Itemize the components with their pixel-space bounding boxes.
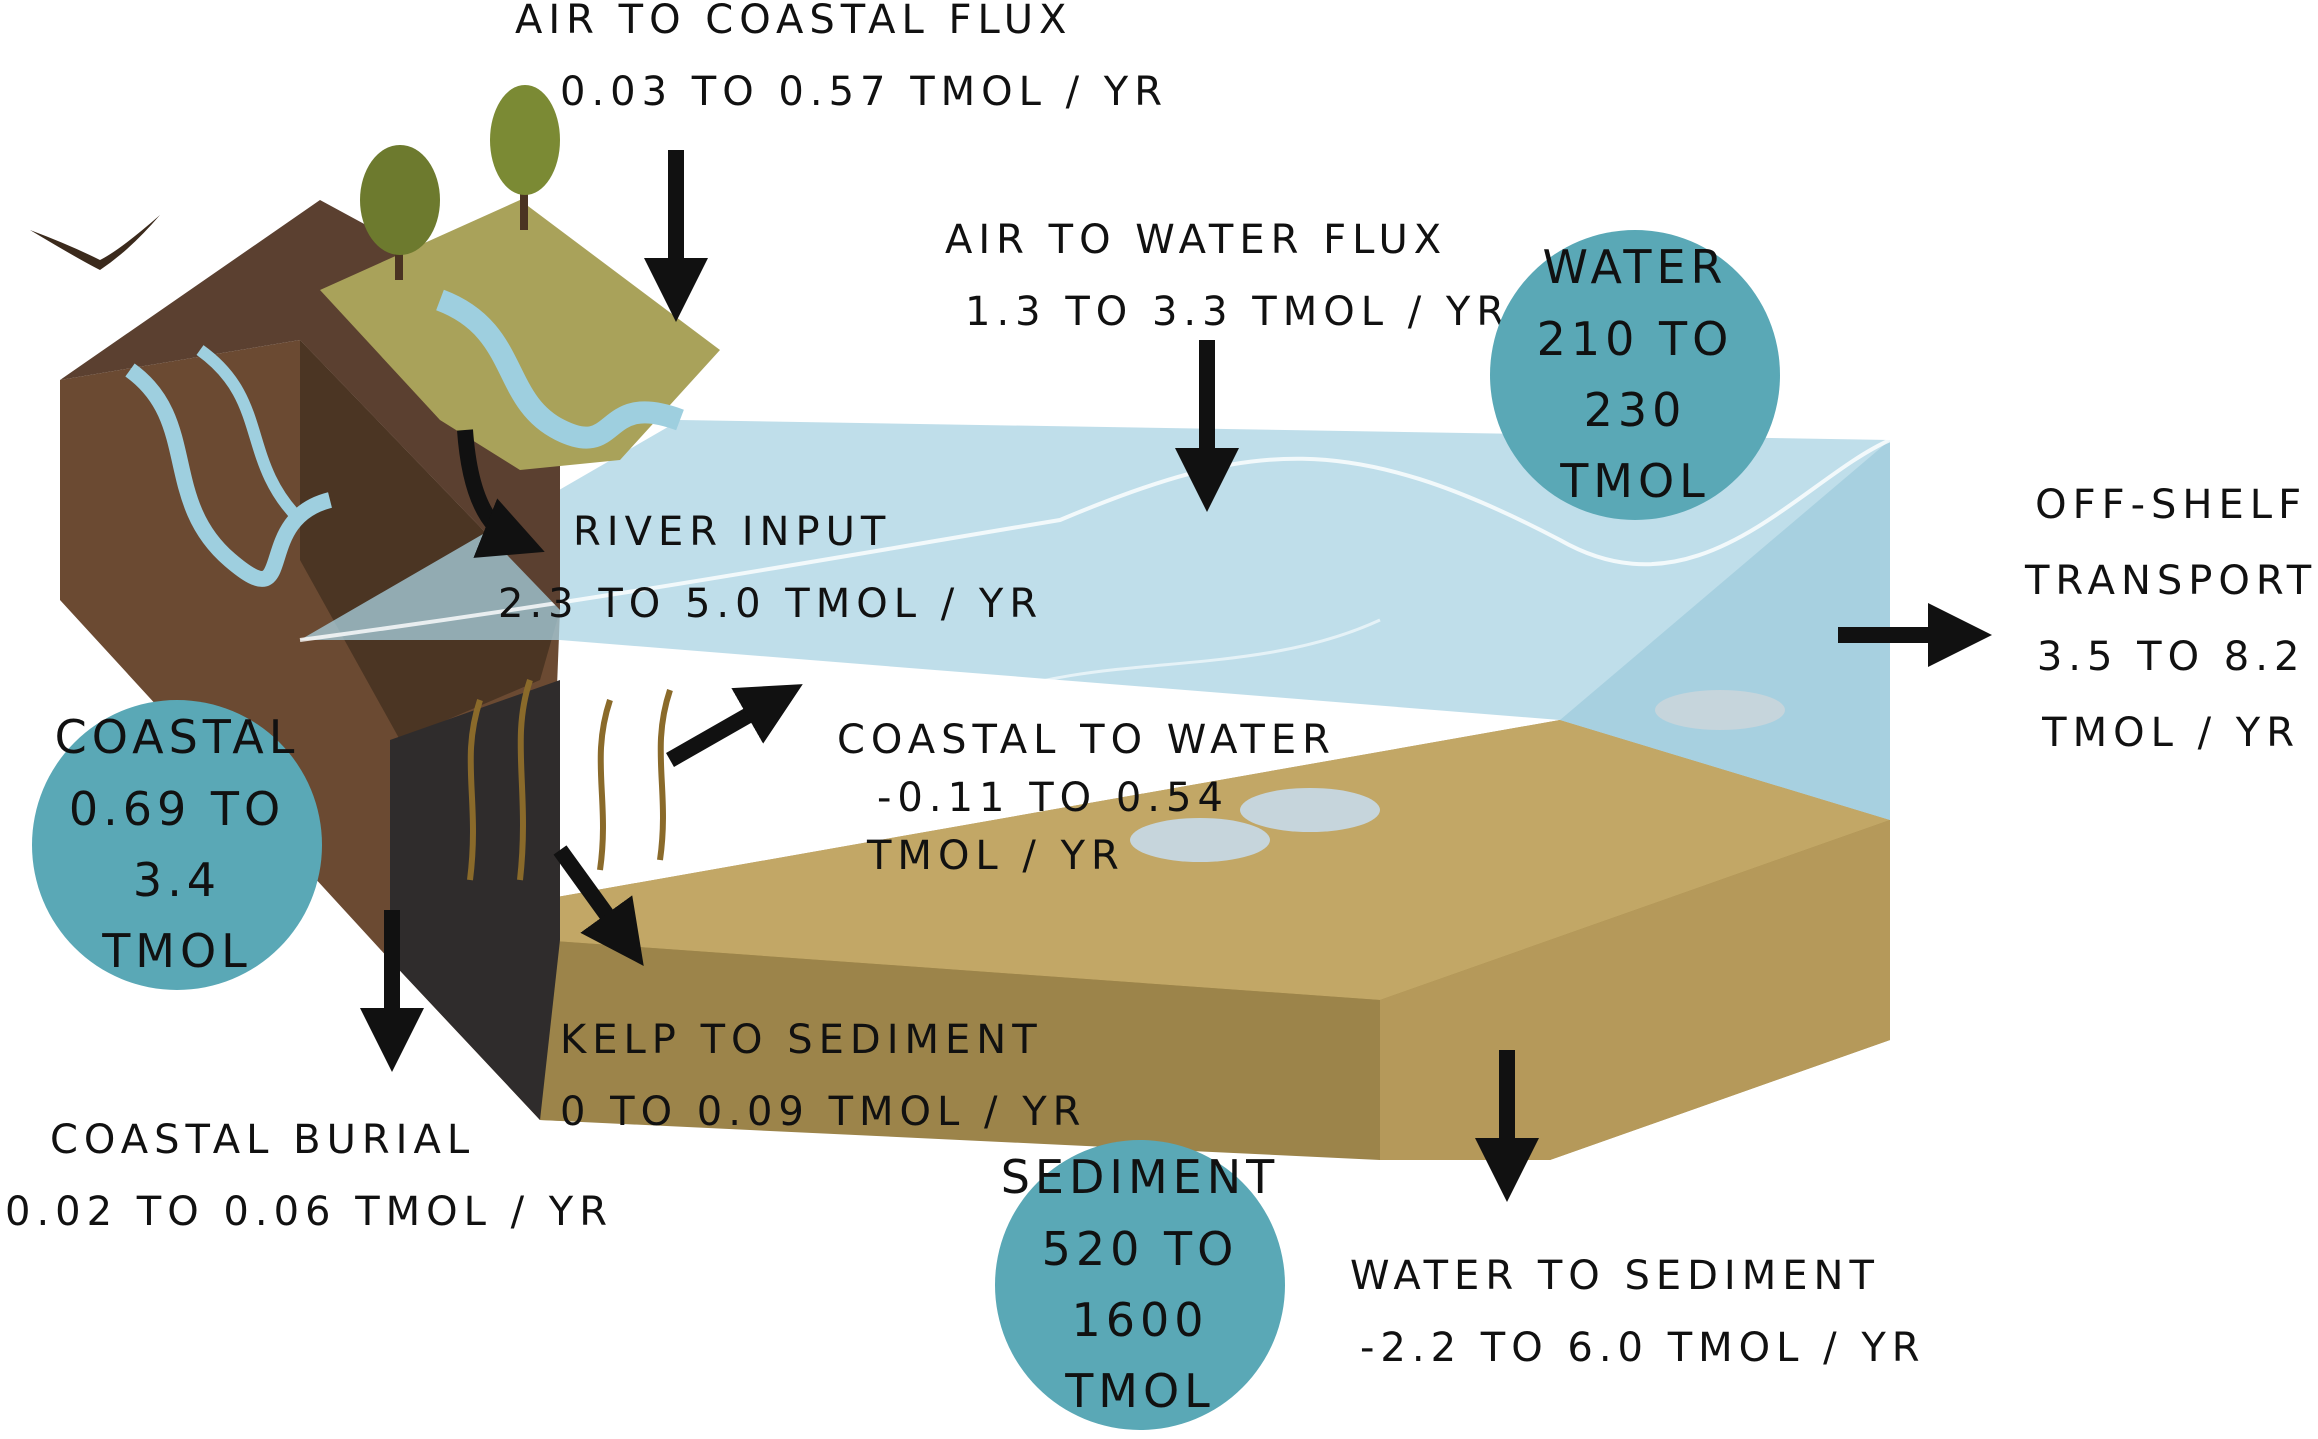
off-shelf-subtitle: Transport [2025,558,2318,604]
coastal-to-water-title: Coastal to Water [837,717,1336,763]
river-input-label: River Input 2.3 to 5.0 Tmol / Yr [498,512,1043,624]
air-to-coastal-title: Air to Coastal Flux [515,0,1073,43]
air-to-water-value: 1.3 to 3.3 Tmol / Yr [965,289,1511,335]
river-input-title: River Input [573,509,892,555]
air-to-coastal-label: Air to Coastal Flux 0.03 to 0.57 Tmol / … [515,0,1168,112]
coastal-pool-circle: Coastal 0.69 to 3.4 Tmol [32,700,322,990]
off-shelf-title: Off-Shelf [2035,482,2308,528]
dolphin-icon [1130,690,1785,862]
off-shelf-value: 3.5 to 8.2 [2036,634,2306,680]
sediment-pool-name: Sediment [1000,1150,1280,1205]
trees-icon [360,85,560,280]
sediment-pool-range: 520 to 1600 [1041,1221,1239,1347]
air-to-water-title: Air to Water Flux [945,217,1448,263]
coastal-to-water-arrow [666,684,803,767]
coastal-to-water-label: Coastal to Water -0.11 to 0.54 Tmol / Yr [837,720,1336,876]
water-to-sediment-value: -2.2 to 6.0 Tmol / Yr [1360,1325,1926,1371]
coastal-burial-label: Coastal Burial 0.02 to 0.06 Tmol / Yr [5,1120,613,1232]
water-to-sediment-title: Water to Sediment [1350,1253,1880,1299]
sediment-pool-unit: Tmol [1065,1364,1215,1419]
coastal-pool-range: 0.69 to 3.4 [68,781,286,907]
bird-icon [30,215,160,270]
sediment-pool-circle: Sediment 520 to 1600 Tmol [995,1140,1285,1430]
water-pool-name: Water [1542,240,1728,295]
water-pool-circle: Water 210 to 230 Tmol [1490,230,1780,520]
kelp-to-sediment-title: Kelp to Sediment [560,1017,1043,1063]
kelp-to-sediment-arrow [553,845,644,966]
kelp-to-sediment-label: Kelp to Sediment 0 to 0.09 Tmol / Yr [560,1020,1086,1132]
air-to-coastal-value: 0.03 to 0.57 Tmol / Yr [560,69,1169,115]
air-to-water-label: Air to Water Flux 1.3 to 3.3 Tmol / Yr [945,220,1510,332]
coastal-pool-unit: Tmol [102,924,252,979]
water-pool-unit: Tmol [1560,454,1710,509]
coastal-pool-name: Coastal [54,710,300,765]
coastal-burial-title: Coastal Burial [50,1117,476,1163]
kelp-to-sediment-value: 0 to 0.09 Tmol / Yr [560,1089,1087,1135]
coastal-to-water-value: -0.11 to 0.54 [877,775,1229,821]
coastal-burial-value: 0.02 to 0.06 Tmol / Yr [5,1189,614,1235]
river-input-arrow [457,429,545,558]
water-pool-range: 210 to 230 [1536,311,1734,437]
land-surface [60,200,720,610]
flux-arrows [360,150,1992,1202]
water-to-sediment-label: Water to Sediment -2.2 to 6.0 Tmol / Yr [1350,1256,1926,1368]
off-shelf-label: Off-Shelf Transport 3.5 to 8.2 Tmol / Yr [2025,485,2317,753]
river-input-value: 2.3 to 5.0 Tmol / Yr [498,581,1044,627]
off-shelf-unit: Tmol / Yr [2042,710,2301,756]
kelp-icon [467,679,673,881]
coastal-to-water-unit: Tmol / Yr [867,833,1125,879]
